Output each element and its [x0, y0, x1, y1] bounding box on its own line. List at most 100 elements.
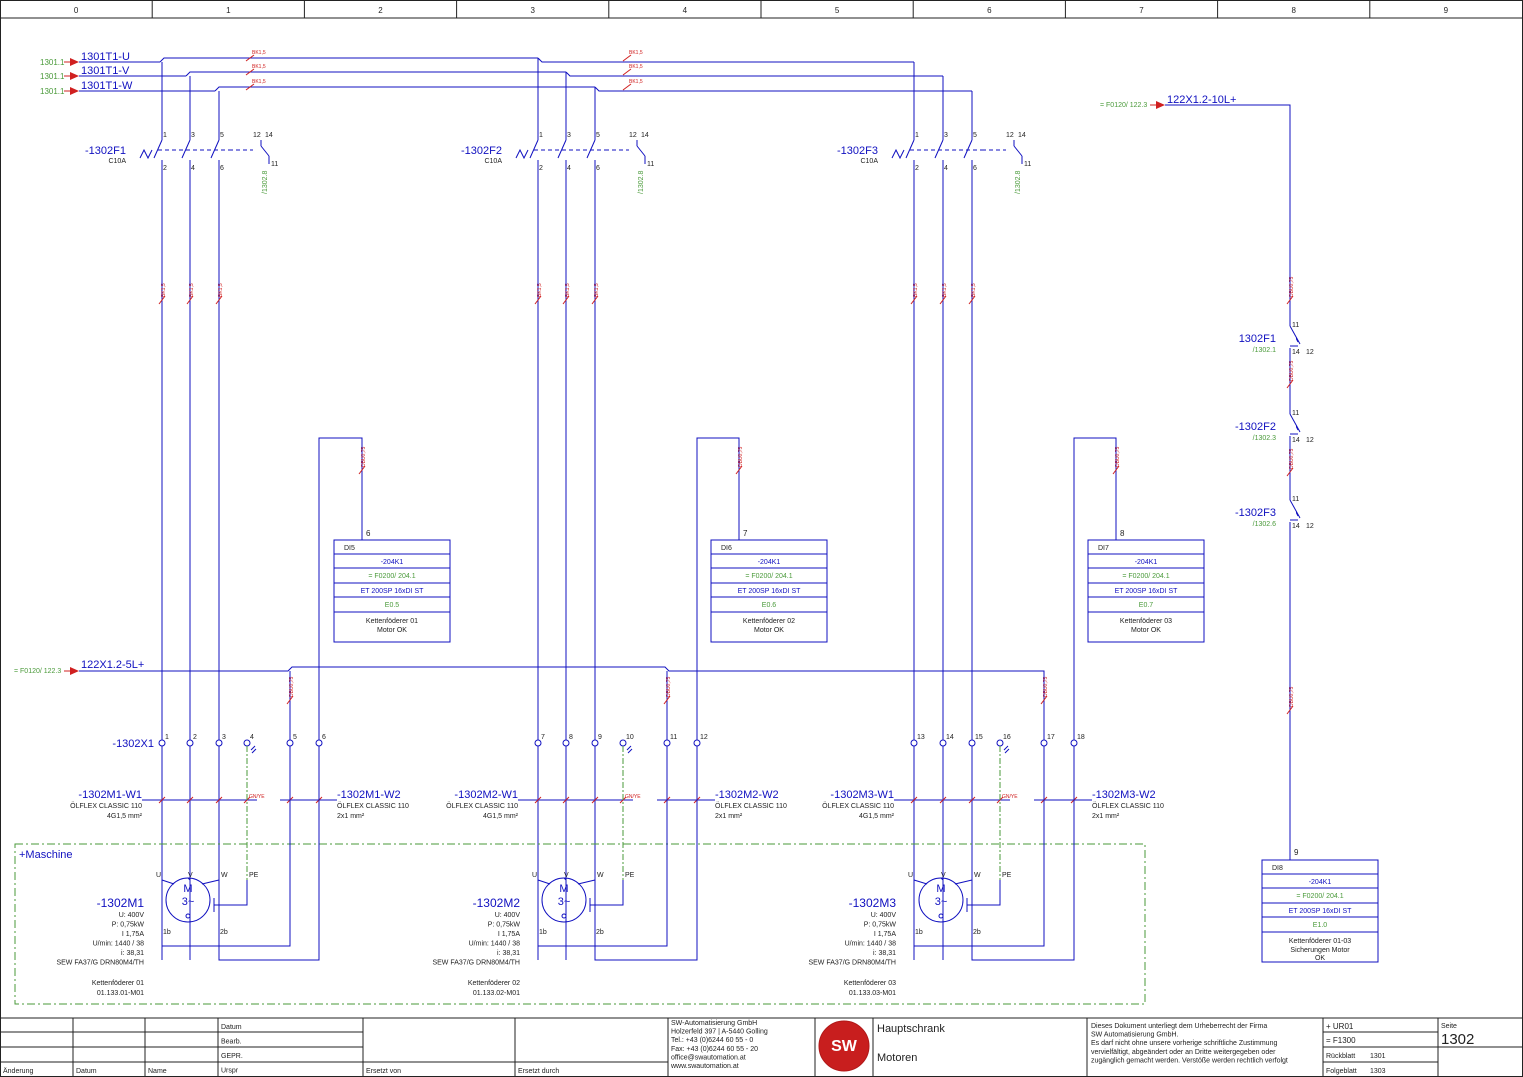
- thermal-symbol: [891, 148, 905, 160]
- motor-pin: PE: [1002, 872, 1012, 879]
- title-field-label: GEPR.: [221, 1053, 243, 1060]
- di-k: -204K1: [1309, 879, 1332, 886]
- terminal-icon: [591, 739, 599, 747]
- terminal-number: 17: [1047, 734, 1055, 741]
- column-number: 9: [1444, 6, 1449, 15]
- breaker-terminal: 3: [944, 132, 948, 139]
- terminal-number: 6: [322, 734, 326, 741]
- aux-contact: [260, 145, 270, 157]
- motor-spec: P: 0,75kW: [488, 922, 521, 929]
- location-code: + UR01: [1326, 1022, 1354, 1031]
- wire-mark: [1286, 295, 1294, 305]
- bus-L1: [159, 57, 538, 63]
- cable-w1-size: 4G1,5 mm²: [483, 813, 519, 820]
- breaker-ref: /1302.8: [262, 171, 269, 194]
- wire-mark: [358, 465, 366, 475]
- pe-label: GN/YE: [249, 794, 265, 800]
- terminal-number: 4: [250, 734, 254, 741]
- breaker-terminal: 2: [539, 165, 543, 172]
- di-name: DI7: [1098, 545, 1109, 552]
- di-desc: Motor OK: [377, 627, 407, 634]
- wire-label: BK1,5: [594, 283, 600, 297]
- breaker-rating: C10A: [860, 158, 878, 165]
- company-logo-icon: [818, 1020, 870, 1072]
- aux-terminal: 14: [1018, 132, 1026, 139]
- aux-chain-terminal: 12: [1306, 349, 1314, 356]
- wire-label: DBU0,75: [289, 676, 295, 697]
- wire-mark: [622, 68, 632, 76]
- breaker-contact: [210, 139, 220, 159]
- cable-mark: [562, 796, 570, 804]
- next-page-label: Folgeblatt: [1326, 1068, 1357, 1075]
- bus-L3: [594, 86, 972, 92]
- wire-mark: [245, 83, 255, 91]
- thermistor-lead: [218, 746, 320, 961]
- motor-symbol: M: [559, 883, 568, 895]
- breaker-terminal: 2: [915, 165, 919, 172]
- supply-5L-wire: [79, 666, 1045, 740]
- earth-icon: [1003, 745, 1009, 751]
- pe-label: GN/YE: [625, 794, 641, 800]
- cable-w2-tag: -1302M2-W2: [715, 789, 779, 801]
- motor-spec: U: 400V: [871, 912, 897, 919]
- cable-mark: [215, 796, 223, 804]
- phase-label: 1301T1-U: [81, 51, 130, 63]
- breaker-contact: [181, 139, 191, 159]
- wire-label: BK1,5: [218, 283, 224, 297]
- cable-mark: [534, 796, 542, 804]
- motor-spec: i: 38,31: [121, 950, 144, 957]
- breaker-terminal: 6: [220, 165, 224, 172]
- terminal-number: 7: [541, 734, 545, 741]
- column-number: 7: [1139, 6, 1144, 15]
- earth-icon: [626, 745, 632, 751]
- wire-label: DBU0,75: [1115, 446, 1121, 467]
- motor-shaft-icon: [561, 913, 567, 919]
- cable-mark: [186, 796, 194, 804]
- column-number: 5: [835, 6, 840, 15]
- aux-chain-terminal: 11: [1292, 496, 1299, 503]
- wire-label: DBU0,75: [1289, 360, 1295, 381]
- pe-lead: [590, 880, 624, 906]
- wire-mark: [663, 695, 671, 705]
- motor-spec: i: 38,31: [497, 950, 520, 957]
- motor-spec: I 1,75A: [874, 931, 897, 938]
- pe-label: GN/YE: [1002, 794, 1018, 800]
- motor-pin: U: [156, 872, 161, 879]
- breaker-terminal: 1: [539, 132, 543, 139]
- bus-L2: [565, 71, 943, 77]
- wire-label: BK1,5: [913, 283, 919, 297]
- di-address: E1.0: [1313, 922, 1328, 929]
- thermistor-lead: [594, 746, 698, 961]
- motor-symbol: 3~: [182, 896, 195, 908]
- motor-spec: I 1,75A: [498, 931, 521, 938]
- breaker-terminal: 1: [163, 132, 167, 139]
- breaker-terminal: 4: [191, 165, 195, 172]
- aux-chain-terminal: 11: [1292, 322, 1299, 329]
- wire-mark: [1040, 695, 1048, 705]
- wire-label: DBU0,75: [1289, 448, 1295, 469]
- terminal-strip-tag: -1302X1: [112, 738, 154, 750]
- breaker-rating: C10A: [484, 158, 502, 165]
- wire-label: DBU0,75: [1289, 686, 1295, 707]
- motor-lead: [187, 877, 191, 881]
- motor-pin: PE: [249, 872, 259, 879]
- di-desc: OK: [1315, 955, 1325, 962]
- terminal-number: 14: [946, 734, 954, 741]
- thermal-symbol: [515, 148, 529, 160]
- di-k: -204K1: [381, 559, 404, 566]
- motor-pin: U: [532, 872, 537, 879]
- copyright-line: Dieses Dokument unterliegt dem Urheberre…: [1091, 1023, 1267, 1030]
- wire-label: BK1,5: [971, 283, 977, 297]
- aux-chain-tag: 1302F1: [1239, 333, 1276, 345]
- breaker-terminal: 3: [191, 132, 195, 139]
- arrow-icon: [70, 667, 79, 675]
- di-address: E0.6: [762, 602, 777, 609]
- terminal-icon: [939, 739, 947, 747]
- terminal-number: 18: [1077, 734, 1085, 741]
- cable-w2-tag: -1302M1-W2: [337, 789, 401, 801]
- di-feed-wire: [318, 437, 363, 740]
